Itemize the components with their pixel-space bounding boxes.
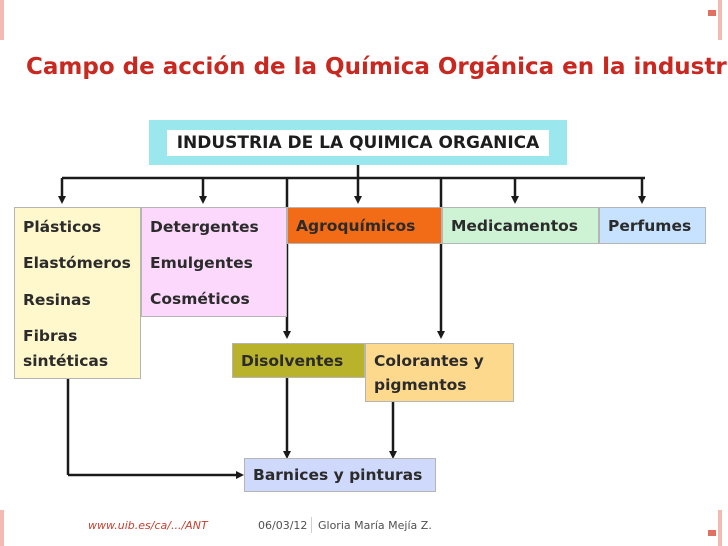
box-detergentes-group: Detergentes Emulgentes Cosméticos: [141, 207, 287, 317]
label-detergentes: Detergentes: [150, 218, 259, 236]
slide-title: Campo de acción de la Química Orgánica e…: [26, 54, 728, 80]
slide-border-bottom-right: [718, 510, 722, 546]
box-barnices: Barnices y pinturas: [244, 458, 436, 492]
label-emulgentes: Emulgentes: [150, 254, 253, 272]
box-agroquimicos: Agroquímicos: [287, 207, 442, 244]
label-disolventes: Disolventes: [241, 352, 344, 370]
box-colorantes: Colorantes y pigmentos: [365, 343, 514, 402]
label-resinas: Resinas: [23, 291, 91, 309]
label-cosmeticos: Cosméticos: [150, 290, 250, 308]
label-pigmentos: pigmentos: [374, 376, 467, 394]
footer-url: www.uib.es/ca/.../ANT: [88, 519, 208, 532]
label-barnices: Barnices y pinturas: [253, 466, 423, 484]
slide-border-top-right: [718, 0, 722, 40]
box-medicamentos: Medicamentos: [442, 207, 599, 244]
box-disolventes: Disolventes: [232, 343, 365, 378]
footer-author: Gloria María Mejía Z.: [318, 519, 432, 532]
label-elastomeros: Elastómeros: [23, 254, 131, 272]
diagram-header: INDUSTRIA DE LA QUIMICA ORGANICA: [149, 120, 567, 165]
label-agroquimicos: Agroquímicos: [296, 217, 416, 235]
box-plasticos-group: Plásticos Elastómeros Resinas Fibras sin…: [14, 207, 141, 379]
label-plasticos: Plásticos: [23, 218, 102, 236]
corner-mark-bottom-right: [708, 530, 716, 536]
label-medicamentos: Medicamentos: [451, 217, 578, 235]
slide-border-bottom-left: [0, 510, 4, 546]
label-perfumes: Perfumes: [608, 217, 692, 235]
label-sinteticas: sintéticas: [23, 352, 109, 370]
footer-separator: [311, 517, 312, 533]
diagram-header-label: INDUSTRIA DE LA QUIMICA ORGANICA: [166, 129, 550, 156]
label-fibras: Fibras: [23, 327, 78, 345]
slide-border-top-left: [0, 0, 4, 40]
corner-mark-top-right: [708, 10, 716, 16]
footer-date: 06/03/12: [258, 519, 308, 532]
box-perfumes: Perfumes: [599, 207, 706, 244]
label-colorantes: Colorantes y: [374, 352, 484, 370]
